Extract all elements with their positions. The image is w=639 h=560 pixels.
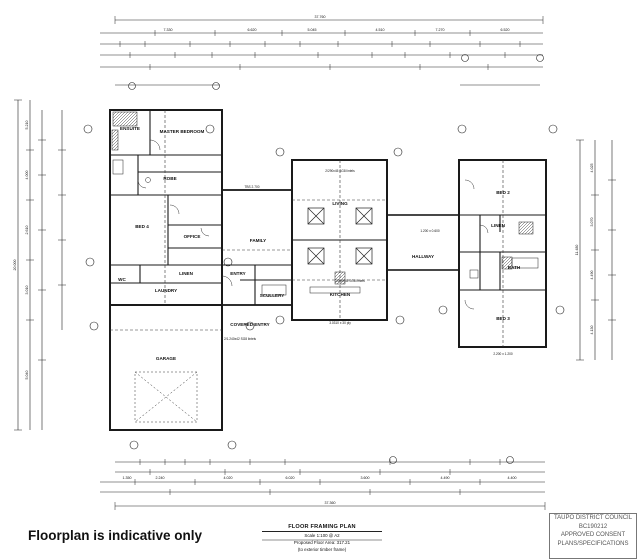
room-linen-left-label: LINEN xyxy=(179,271,193,276)
dim-bottom-6: 4.490 xyxy=(441,476,450,480)
note-beam-garage: 2/1.240x42 SG8 lintels xyxy=(224,337,256,341)
room-entry-label: ENTRY xyxy=(230,271,245,276)
dim-bottom-7: 4.400 xyxy=(508,476,517,480)
bottom-dimension-lines xyxy=(100,459,546,510)
right-dimension-lines xyxy=(576,139,616,361)
dim-bottom-5: 3.600 xyxy=(361,476,370,480)
section-markers xyxy=(83,54,565,464)
room-master-bedroom-label: MASTER BEDROOM xyxy=(160,129,205,134)
council-approval-stamp: TAUPO DISTRICT COUNCIL BC190212 APPROVED… xyxy=(549,513,637,559)
room-wc-label: WC xyxy=(118,277,126,282)
dim-bottom-3: 4.020 xyxy=(224,476,233,480)
drawing-scale: Scale 1:100 @ A2 xyxy=(304,533,340,538)
building-outline xyxy=(109,109,547,431)
indicative-disclaimer: Floorplan is indicative only xyxy=(28,528,203,543)
floor-area-note: (to exterior timber frame) xyxy=(297,547,347,552)
note-window-bedroom: 2.200 x 1.200 xyxy=(493,352,513,356)
note-mid-kitchen: 2/290x45 SG8 lintels xyxy=(335,279,365,283)
drawing-title: FLOOR FRAMING PLAN xyxy=(262,524,382,532)
drawing-title-block: FLOOR FRAMING PLAN Scale 1:100 @ A2 Prop… xyxy=(244,524,400,553)
dim-top-5: 7.270 xyxy=(436,28,445,32)
dim-top-4: 4.510 xyxy=(376,28,385,32)
garage-door-void xyxy=(134,371,198,423)
room-hallway-label: HALLWAY xyxy=(412,254,434,259)
dim-top-3: 5.045 xyxy=(308,28,317,32)
dim-right-3: 4.490 xyxy=(590,271,594,280)
room-linen-right-label: LINEN xyxy=(491,223,505,228)
dim-right-2: 3.070 xyxy=(590,218,594,227)
hatched-walls xyxy=(111,111,534,285)
dim-left-5: 5.040 xyxy=(25,371,29,380)
skylights xyxy=(307,207,373,265)
dim-overall-top: 37.760 xyxy=(315,15,326,19)
door-swings xyxy=(137,139,489,310)
council-name: TAUPO DISTRICT COUNCIL xyxy=(553,515,633,521)
plans-specifications: PLANS/SPECIFICATIONS xyxy=(557,540,629,547)
dim-top-2: 6.620 xyxy=(248,28,257,32)
room-scullery-label: SCULLERY xyxy=(260,293,285,298)
left-dimension-lines xyxy=(14,99,66,431)
note-mid-beam: 3.0310 x 30 ply xyxy=(329,321,351,325)
room-covered-entry-label: COVERED ENTRY xyxy=(230,322,269,327)
structural-beam-lines xyxy=(110,110,504,347)
dim-right-overall: 11.480 xyxy=(575,245,579,256)
note-window-bath: 1.200 x 0.600 xyxy=(420,229,440,233)
room-bed4-label: BED 4 xyxy=(135,224,149,229)
room-bed2-label: BED 2 xyxy=(496,190,510,195)
room-kitchen-label: KITCHEN xyxy=(330,292,351,297)
room-garage-label: GARAGE xyxy=(156,356,176,361)
note-beam-living: 2/290x45 SG8 lintels xyxy=(325,169,355,173)
room-robe-label: ROBE xyxy=(163,176,176,181)
dim-top-1: 7.330 xyxy=(164,28,173,32)
dim-left-3: 2.610 xyxy=(25,226,29,235)
dim-left-1: 5.210 xyxy=(25,121,29,130)
room-family-label: FAMILY xyxy=(250,238,266,243)
interior-walls xyxy=(110,110,546,305)
dim-top-6: 6.520 xyxy=(501,28,510,32)
dim-bottom-2: 2.240 xyxy=(156,476,165,480)
fixtures xyxy=(112,159,539,296)
room-laundry-label: LAUNDRY xyxy=(155,288,177,293)
room-ensuite-label: ENSUITE xyxy=(120,126,140,131)
dim-right-4: 4.130 xyxy=(590,326,594,335)
room-office-label: OFFICE xyxy=(184,234,201,239)
room-living-label: LIVING xyxy=(332,201,348,206)
dim-overall-bottom: 37.360 xyxy=(325,501,336,505)
floor-area: Proposed Floor Area: 317.21 xyxy=(293,540,351,545)
dim-left-4: 3.010 xyxy=(25,286,29,295)
dim-bottom-4: 6.020 xyxy=(286,476,295,480)
room-bed3-label: BED 3 xyxy=(496,316,510,321)
note-opening-left: TBS 2.700 xyxy=(244,185,259,189)
approved-consent: APPROVED CONSENT xyxy=(560,532,626,539)
dim-bottom-1: 1.350 xyxy=(123,476,132,480)
dim-right-1: 4.025 xyxy=(590,164,594,173)
room-bath-label: BATH xyxy=(508,265,521,270)
dim-left-2: 4.000 xyxy=(25,171,29,180)
consent-reference: BC190212 xyxy=(578,523,608,530)
dim-left-overall: 20.000 xyxy=(13,260,17,271)
top-dimension-lines xyxy=(100,16,544,86)
